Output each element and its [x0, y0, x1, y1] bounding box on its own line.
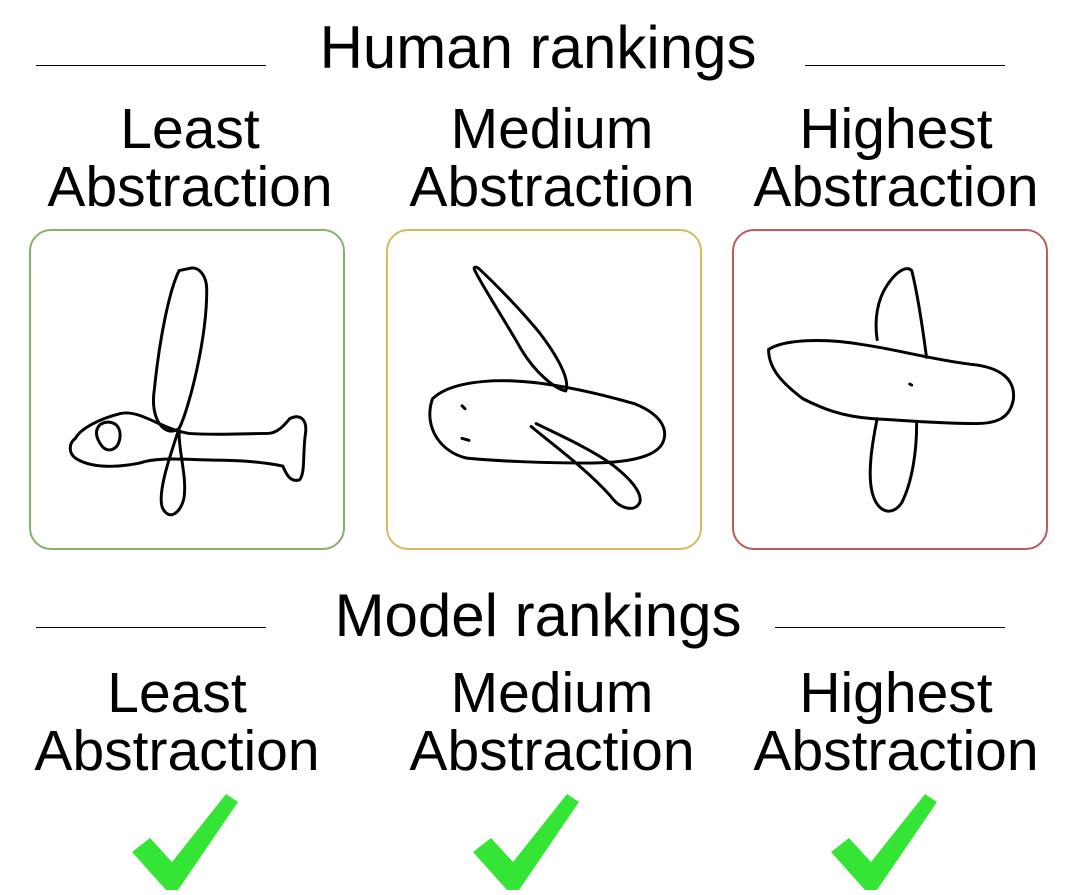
- airplane-sketch-least: [68, 266, 308, 517]
- human-label-least: Least Abstraction: [47, 97, 333, 219]
- check-icon: [132, 794, 238, 890]
- sketch-panel-least: [29, 229, 345, 550]
- human-label-highest: Highest Abstraction: [753, 97, 1039, 219]
- human-label-medium: Medium Abstraction: [409, 97, 695, 219]
- model-rankings-title: Model rankings: [334, 582, 742, 649]
- sketch-panel-highest: [732, 229, 1048, 550]
- human-rankings-title: Human rankings: [319, 14, 757, 81]
- model-label-medium: Medium Abstraction: [409, 661, 695, 783]
- model-rankings-heading: Model rankings: [0, 581, 1076, 651]
- check-icon: [831, 794, 937, 890]
- check-icon: [473, 794, 579, 890]
- heading-rule-right: [775, 627, 1005, 628]
- heading-rule-right: [805, 65, 1005, 66]
- model-label-least: Least Abstraction: [34, 661, 320, 783]
- airplane-sketch-medium: [428, 265, 667, 510]
- heading-rule-left: [36, 65, 266, 66]
- model-label-highest: Highest Abstraction: [753, 661, 1039, 783]
- human-rankings-heading: Human rankings: [0, 13, 1076, 83]
- airplane-sketch-highest: [767, 267, 1015, 513]
- sketch-panel-medium: [386, 229, 702, 550]
- heading-rule-left: [36, 627, 266, 628]
